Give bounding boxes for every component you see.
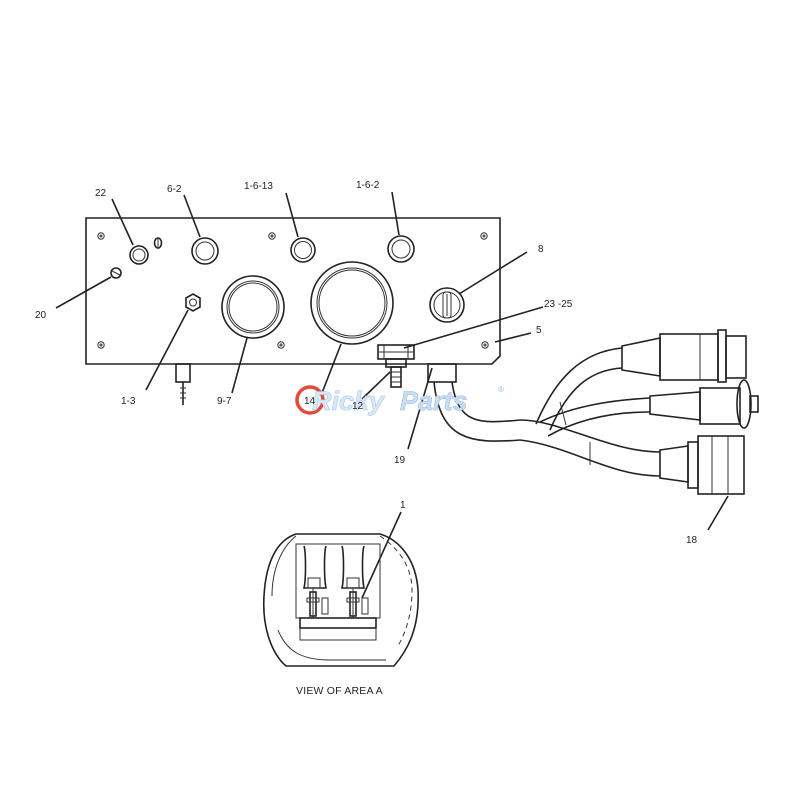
callout-6-2: 6-2 (167, 184, 182, 195)
grommet-19 (427, 363, 457, 383)
callout-1-6-2: 1-6-2 (356, 180, 380, 191)
key-switch-8 (429, 287, 465, 323)
callout-8: 8 (538, 244, 544, 255)
indicator-22 (129, 245, 149, 265)
callout-19: 19 (394, 455, 406, 466)
callout-5: 5 (536, 325, 542, 336)
callout-1-3: 1-3 (121, 396, 136, 407)
gauge-9-7 (221, 275, 285, 339)
watermark-brand-b: Parts (400, 386, 468, 416)
callout-20: 20 (35, 310, 47, 321)
connector-middle (649, 379, 759, 429)
watermark-brand-a: Ricky (312, 386, 386, 416)
instrument-panel (85, 217, 501, 365)
callout-18: 18 (686, 535, 698, 546)
stud-left (175, 363, 191, 405)
watermark-logo-ring (295, 385, 325, 415)
watermark-registered: ® (498, 385, 504, 394)
nut-1-3 (185, 293, 201, 312)
gauge-14 (310, 261, 394, 345)
callout-1-6-13: 1-6-13 (244, 181, 273, 192)
callout-22: 22 (95, 188, 107, 199)
detail-caption: VIEW OF AREA A (296, 685, 383, 697)
indicator-20 (110, 267, 122, 279)
callout-9-7: 9-7 (217, 396, 232, 407)
indicator-1-6-13 (290, 237, 316, 263)
callout-12: 12 (352, 401, 364, 412)
indicator-6-2 (191, 237, 219, 265)
connector-block-23-25 (377, 344, 415, 388)
knob-small (153, 237, 163, 249)
callout-23-25: 23 -25 (544, 299, 573, 310)
callout-14: 14 (304, 396, 316, 407)
leader-lines (55, 191, 729, 599)
wire-harness (433, 347, 661, 477)
watermark: Ricky Parts ® (295, 385, 504, 416)
callout-labels: 22 6-2 1-6-13 1-6-2 8 23 -25 5 20 1-3 9-… (35, 180, 698, 546)
indicator-1-6-2 (387, 235, 415, 263)
callout-1: 1 (400, 500, 406, 511)
detail-view-area-a (262, 533, 419, 667)
connector-18 (659, 435, 745, 495)
connector-upper (621, 329, 747, 383)
